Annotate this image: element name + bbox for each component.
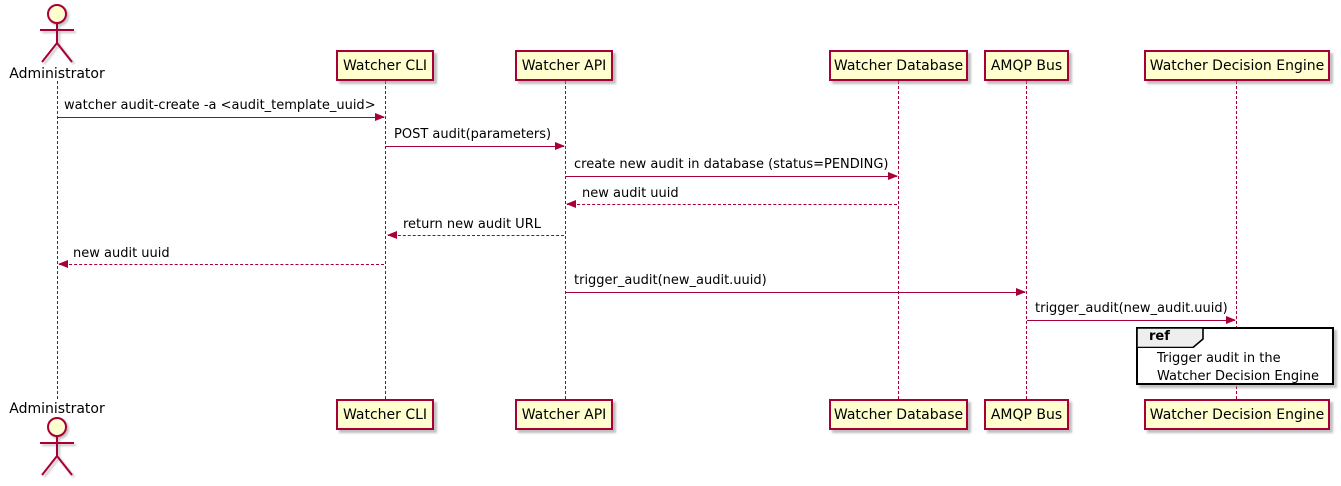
message-line	[566, 288, 1026, 296]
arrowhead-right-icon	[375, 113, 385, 121]
arrowhead-left-icon	[387, 231, 397, 239]
message-label: new audit uuid	[582, 186, 679, 201]
message-line	[1027, 316, 1236, 324]
message-line	[386, 142, 565, 150]
message-label: new audit uuid	[73, 246, 170, 261]
message-line	[566, 200, 897, 208]
participant-box-watcher-api-top: Watcher API	[515, 50, 613, 81]
arrowhead-left-icon	[566, 200, 576, 208]
participant-box-amqp-bus-top: AMQP Bus	[984, 50, 1069, 81]
actor-icon-administrator-top	[40, 4, 74, 63]
arrowhead-right-icon	[555, 142, 565, 150]
lifeline-watcher-decision-engine	[1236, 81, 1237, 399]
message-label: trigger_audit(new_audit.uuid)	[1035, 301, 1228, 316]
participant-box-watcher-decision-engine-top: Watcher Decision Engine	[1144, 50, 1330, 81]
participant-box-watcher-cli-top: Watcher CLI	[336, 50, 434, 81]
message-label: watcher audit-create -a <audit_template_…	[64, 98, 376, 113]
ref-keyword: ref	[1149, 329, 1170, 344]
participant-box-watcher-database-top: Watcher Database	[829, 50, 968, 81]
lifeline-watcher-cli	[385, 81, 386, 399]
lifeline-watcher-api	[565, 81, 566, 399]
actor-label-administrator-bottom: Administrator	[9, 401, 105, 417]
ref-text: Trigger audit in the Watcher Decision En…	[1157, 350, 1319, 386]
participant-box-watcher-decision-engine-bottom: Watcher Decision Engine	[1144, 399, 1330, 430]
participant-box-amqp-bus-bottom: AMQP Bus	[984, 399, 1069, 430]
lifeline-watcher-database	[898, 81, 899, 399]
message-line	[58, 113, 385, 121]
arrowhead-right-icon	[1226, 316, 1236, 324]
participant-box-watcher-cli-bottom: Watcher CLI	[336, 399, 434, 430]
participant-box-watcher-api-bottom: Watcher API	[515, 399, 613, 430]
arrowhead-right-icon	[888, 172, 898, 180]
lifeline-amqp-bus	[1026, 81, 1027, 399]
actor-label-administrator-top: Administrator	[9, 66, 105, 82]
message-line	[566, 172, 898, 180]
message-line	[387, 231, 564, 239]
message-label: POST audit(parameters)	[394, 127, 552, 142]
message-line	[58, 260, 384, 268]
message-label: create new audit in database (status=PEN…	[574, 157, 889, 172]
ref-tab-shape	[1137, 328, 1204, 348]
ref-text-line1: Trigger audit in the	[1157, 351, 1281, 366]
message-label: return new audit URL	[403, 217, 541, 232]
participant-box-watcher-database-bottom: Watcher Database	[829, 399, 968, 430]
message-label: trigger_audit(new_audit.uuid)	[574, 273, 767, 288]
ref-frame: ref Trigger audit in the Watcher Decisio…	[1136, 327, 1334, 385]
ref-text-line2: Watcher Decision Engine	[1157, 369, 1319, 384]
actor-icon-administrator-bottom	[40, 417, 74, 476]
arrowhead-right-icon	[1016, 288, 1026, 296]
arrowhead-left-icon	[58, 260, 68, 268]
lifeline-administrator	[57, 81, 58, 399]
